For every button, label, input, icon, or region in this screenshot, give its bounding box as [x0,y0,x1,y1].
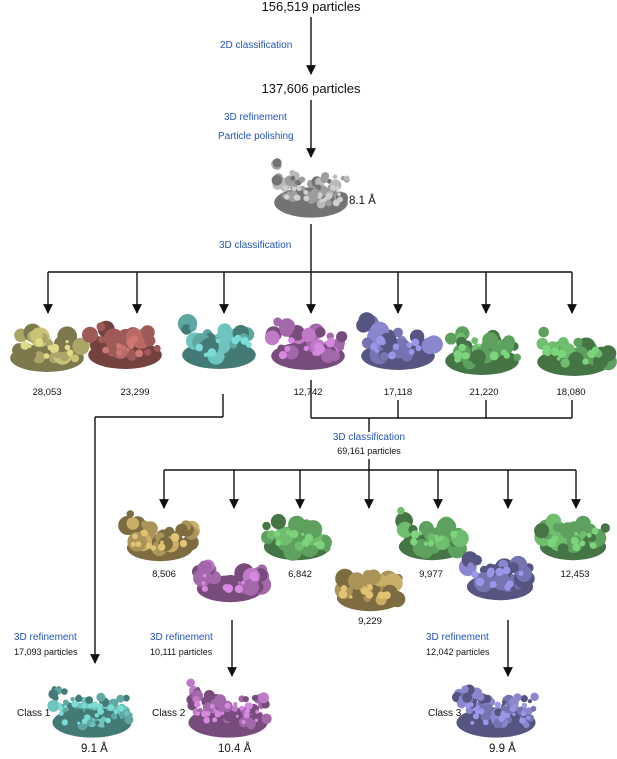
final-density-map-class-2 [186,678,272,738]
final-density-map-class-3 [452,684,539,738]
density-map-class-1-4 [264,317,348,370]
density-map-class-2-5 [395,506,469,561]
post-2d-particle-count: 137,606 particles [261,81,361,96]
refinement-1-label: 3D refinement [14,632,77,643]
density-map-class-2-4 [334,568,406,612]
class-count-2-1: 8,506 [152,569,176,580]
step-3d-refinement: 3D refinement [224,112,287,123]
density-map-class-2-1 [118,510,200,562]
class-1-resolution: 9.1 Å [81,743,108,755]
refinement-2-particles: 10,111 particles [150,647,213,657]
density-map-consensus-icon [271,158,350,218]
class-3-label: Class 3 [428,708,462,719]
density-map-class-1-2 [82,320,162,369]
class-count-1-5: 17,118 [383,387,413,398]
final-density-map-class-1 [47,686,134,738]
class-count-1-6: 21,220 [469,387,499,398]
class-count-1-2: 23,299 [120,387,150,398]
density-maps [10,158,617,738]
class-2-resolution: 10.4 Å [218,743,252,755]
step-2d-classification: 2D classification [220,40,293,51]
step-particle-polishing: Particle polishing [218,131,294,142]
density-map-class-1-3 [177,314,256,369]
density-map-class-2-3 [261,514,332,561]
refinement-3-particles: 12,042 particles [426,647,490,657]
step-3d-classification-1: 3D classification [219,240,292,251]
class-count-2-4: 9,229 [358,616,382,627]
density-map-class-1-6 [445,326,521,375]
refinement-2-label: 3D refinement [150,632,213,643]
refinement-1-particles: 17,093 particles [14,647,78,657]
classification-2-particle-count: 69,161 particles [337,446,401,456]
density-map-class-1-5 [356,312,443,370]
class-3-resolution: 9.9 Å [489,743,516,755]
density-map-class-2-6 [458,551,535,601]
refinement-3-label: 3D refinement [426,632,489,643]
connector-lines [43,17,581,677]
density-map-class-2-2 [192,559,272,603]
step-3d-classification-2: 3D classification [332,432,406,443]
class-count-2-3: 6,842 [288,569,312,580]
class-2-label: Class 2 [152,708,186,719]
density-map-class-1-7 [536,326,617,376]
consensus-resolution: 8.1 Å [349,195,376,207]
class-count-2-5: 9,977 [419,569,443,580]
density-map-class-2-7 [534,513,610,561]
class-count-1-7: 18,080 [556,387,586,398]
class-count-1-4: 12,742 [293,387,323,398]
class-1-label: Class 1 [17,708,51,719]
class-count-1-1: 28,053 [32,387,62,398]
class-count-2-7: 12,453 [560,569,590,580]
initial-particle-count: 156,519 particles [261,0,361,14]
density-map-class-1-1 [10,323,90,372]
